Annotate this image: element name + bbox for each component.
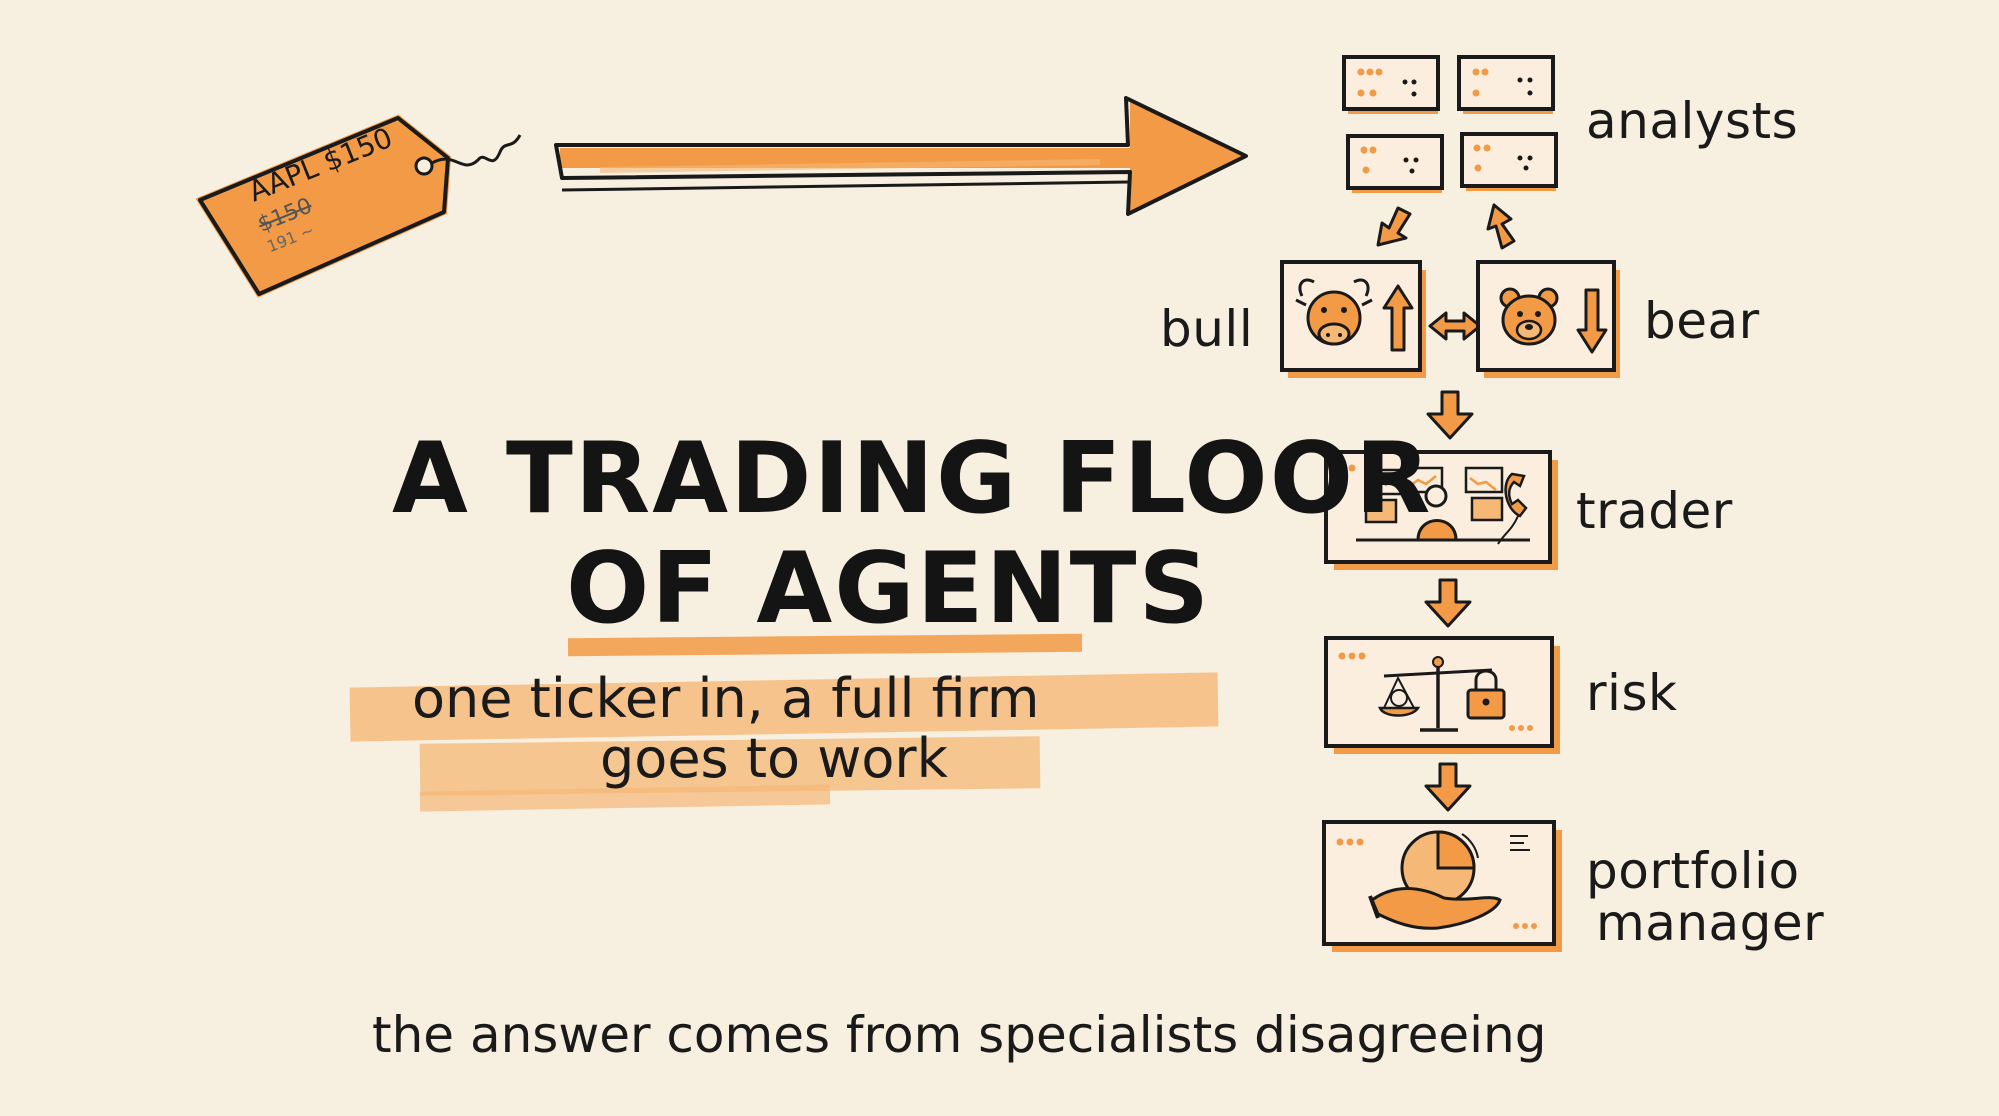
label-manager: manager	[1596, 894, 1825, 952]
hand-icon	[1368, 887, 1502, 930]
label-bear: bear	[1644, 292, 1760, 350]
portfolio-manager-panel	[1322, 820, 1562, 952]
trader-panel	[1324, 450, 1558, 570]
analyst-screens	[1342, 55, 1558, 193]
risk-panel	[1324, 636, 1560, 754]
bull-icon	[1295, 278, 1373, 346]
arrow-down-icon	[1426, 390, 1474, 440]
bear-panel	[1476, 260, 1620, 378]
arrow-down-left-icon	[1376, 206, 1412, 247]
arrow-down-icon	[1576, 288, 1608, 354]
pie-chart-icon	[1400, 830, 1530, 906]
analyst-screen-icon	[1460, 132, 1558, 191]
double-arrow-icon	[1428, 311, 1482, 341]
arrow-up-icon	[1382, 284, 1414, 352]
arrow-up-right-icon	[1486, 203, 1516, 250]
arrow-down-icon	[1424, 578, 1472, 628]
ticker-symbol-price: AAPL $150	[244, 120, 398, 209]
label-trader: trader	[1576, 482, 1733, 540]
big-arrow-icon	[554, 96, 1248, 216]
analyst-screen-icon	[1342, 55, 1440, 114]
padlock-icon	[1466, 669, 1506, 720]
label-portfolio: portfolio	[1586, 842, 1800, 900]
label-bull: bull	[1160, 300, 1254, 358]
arrow-down-icon	[1424, 762, 1472, 812]
subtitle-line-2: goes to work	[600, 727, 948, 790]
label-risk: risk	[1586, 664, 1678, 722]
page-title-line-2: OF AGENTS	[566, 532, 1212, 646]
bull-panel	[1280, 260, 1426, 378]
footer-caption: the answer comes from specialists disagr…	[372, 1006, 1547, 1064]
price-tag-icon	[195, 114, 522, 298]
trader-desk-icon	[1356, 466, 1530, 542]
subtitle-line-1: one ticker in, a full firm	[412, 667, 1040, 730]
balance-scale-icon	[1378, 656, 1493, 732]
phone-icon	[1497, 472, 1528, 545]
page-title-line-1: A TRADING FLOOR	[392, 422, 1433, 536]
bear-icon	[1499, 287, 1559, 346]
analyst-screen-icon	[1457, 55, 1555, 114]
label-analysts: analysts	[1586, 92, 1799, 150]
analyst-screen-icon	[1346, 134, 1444, 193]
